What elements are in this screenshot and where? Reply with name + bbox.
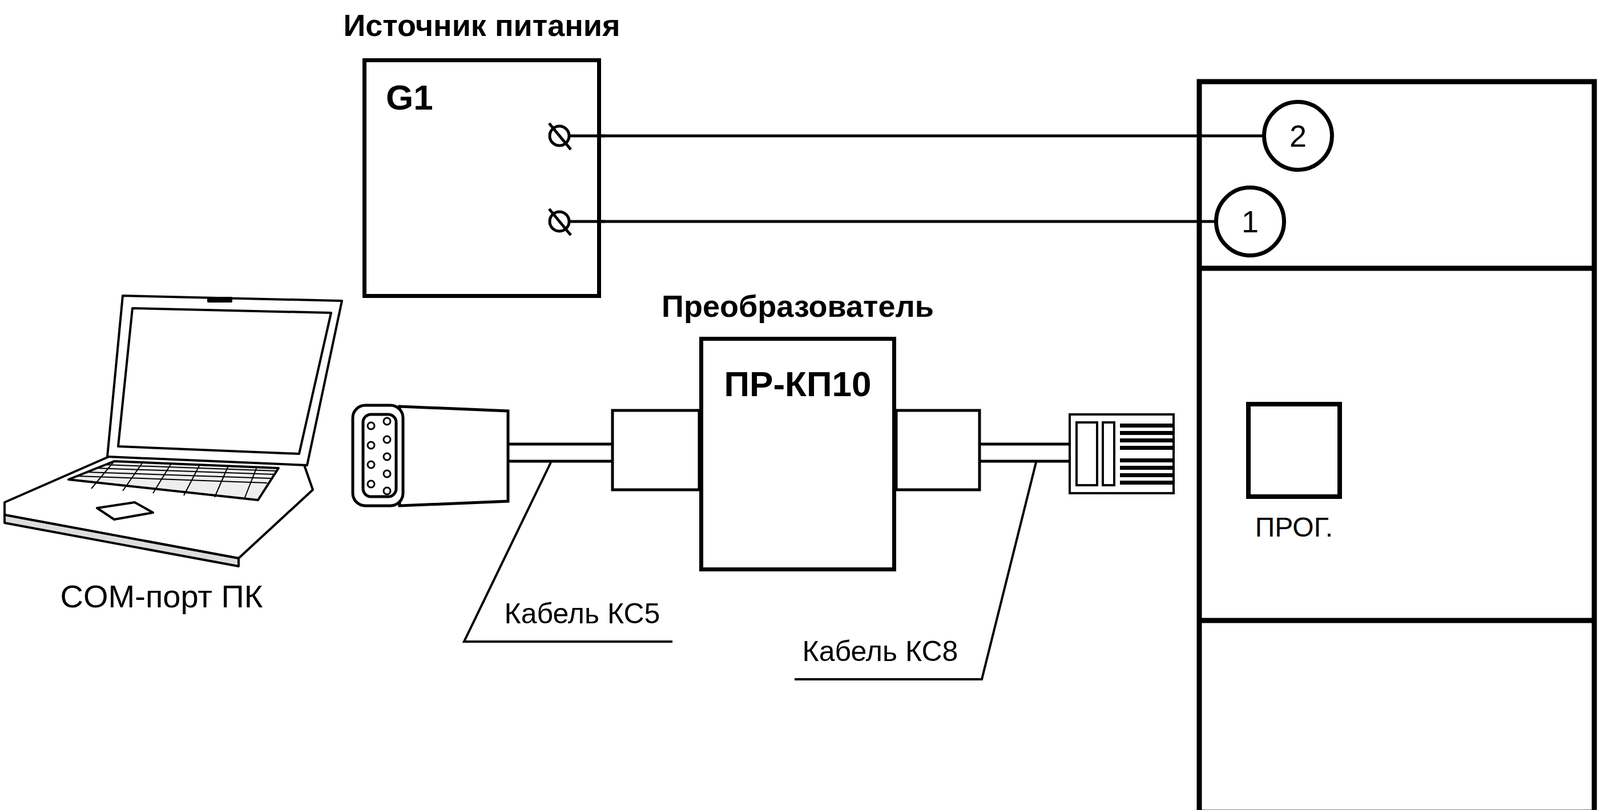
wire-connector [598, 134, 1264, 138]
converter-box: ПреобразовательПР-КП10 [699, 336, 897, 572]
db9-connector [352, 405, 509, 506]
rj45-plug [1069, 414, 1174, 494]
cable-label: Кабель КС5 [502, 597, 663, 631]
terminal-symbols [549, 123, 606, 236]
cable-boots [612, 410, 980, 490]
node-label: 2 [1289, 118, 1307, 154]
node-label: ПР-КП10 [724, 363, 872, 405]
device-housing [1199, 81, 1595, 810]
wire-connector [598, 220, 1216, 224]
terminal-number: 1 [1214, 185, 1287, 258]
terminal-number: 2 [1262, 99, 1334, 172]
port-label: COM-порт ПК [58, 577, 266, 615]
port-label: ПРОГ. [1252, 511, 1336, 543]
node-heading: Источник питания [343, 7, 620, 43]
node-label: G1 [385, 77, 434, 118]
power-supply-box: Источник питанияG1 [362, 58, 602, 298]
node-heading: Преобразователь [661, 288, 934, 324]
node-label: 1 [1241, 203, 1259, 240]
laptop-illustration [4, 295, 342, 567]
cables [508, 444, 1070, 462]
cable-label: Кабель КС8 [800, 634, 961, 668]
